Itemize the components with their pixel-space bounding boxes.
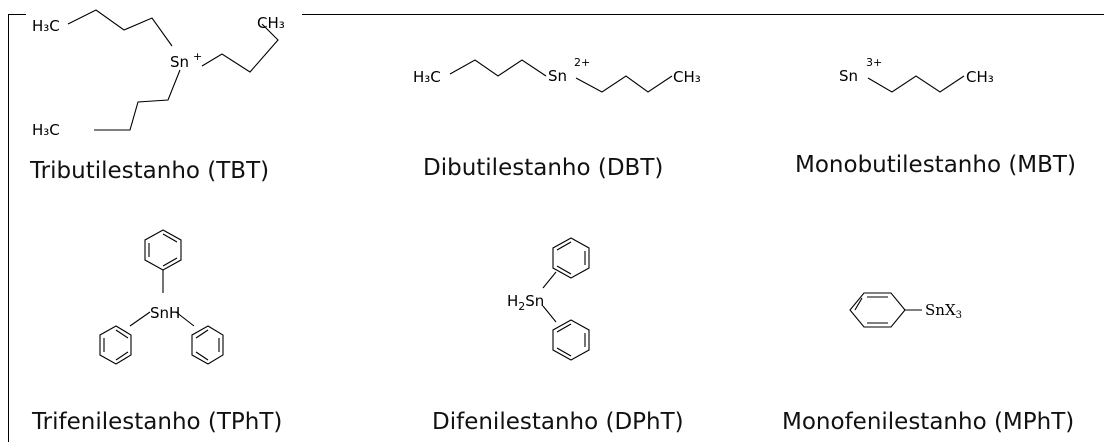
dbt-h3c: H₃C [413,68,441,86]
dbt-chain-left [449,59,547,77]
tpht-ring-top [144,229,182,271]
tbt-ch3-top: CH₃ [257,14,285,32]
dbt-sn-label: Sn [548,67,567,85]
mpht-snx3-label: SnX3 [925,301,962,321]
tbt-chain-2 [201,23,279,73]
tbt-h3c-top: H₃C [32,17,60,35]
dpht-structure: H2Sn [507,237,590,361]
dpht-ring-top [552,237,590,279]
dbt-name: Dibutilestanho (DBT) [423,155,664,181]
tbt-charge: + [193,50,202,63]
mbt-ch3: CH₃ [966,68,994,86]
mbt-structure: Sn 3+ CH₃ [839,56,994,93]
dpht-name: Difenilestanho (DPhT) [432,409,684,435]
mbt-sn-label: Sn [839,67,858,85]
mbt-charge: 3+ [866,56,882,69]
mpht-name: Monofenilestanho (MPhT) [782,409,1075,435]
dpht-h2sn-label: H2Sn [507,292,544,313]
tpht-snh-label: SnH [150,304,180,322]
tbt-structure: H₃C Sn + CH₃ H₃C [32,9,285,139]
tpht-ring-left [99,325,132,365]
tpht-ring-right [191,325,224,365]
dbt-charge: 2+ [574,56,590,69]
mbt-chain [867,75,965,93]
tbt-chain-3 [94,69,181,131]
tpht-name: Trifenilestanho (TPhT) [32,409,283,435]
tbt-sn-label: Sn [170,53,189,71]
tbt-h3c-bottom: H₃C [32,121,60,139]
dbt-chain-right [575,75,673,93]
mpht-structure: SnX3 [849,292,962,328]
tbt-name: Tributilestanho (TBT) [30,158,270,184]
frame-gap [26,8,302,22]
dbt-structure: H₃C Sn 2+ CH₃ [413,56,701,93]
tpht-structure: SnH [99,229,224,365]
mbt-name: Monobutilestanho (MBT) [795,152,1076,178]
tbt-chain-1 [67,9,173,47]
dpht-ring-bottom [552,319,590,361]
dbt-ch3: CH₃ [673,68,701,86]
figure-frame [8,14,1104,442]
mpht-ring [849,292,906,328]
